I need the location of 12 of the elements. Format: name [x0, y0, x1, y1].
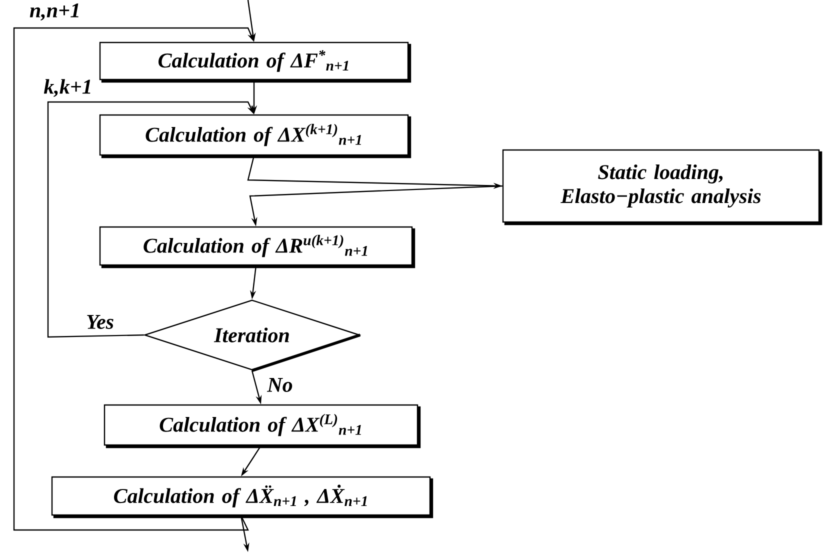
edge-label: Yes	[87, 315, 114, 329]
process-box: Static loading, Elasto−plastic analysis	[502, 149, 822, 226]
arrow	[47, 101, 254, 338]
arrow	[13, 27, 254, 531]
edge-label: No	[266, 378, 292, 392]
loop-label: k,k+1	[44, 79, 90, 97]
process-box: Calculation of ΔẌ$_{n+1}$ , ΔẊ$_{n+1}$	[51, 476, 434, 518]
edge-label: n,n+1	[30, 3, 78, 21]
process-box: Calculation of ΔF$^{*}$n+1	[99, 42, 412, 83]
process-box: Calculation of ΔX$^{(L)}$n+1	[104, 404, 421, 448]
process-box: Calculation of ΔR$^{u(k+1)}$n+1	[99, 226, 416, 268]
process-box: Calculation of ΔX$^{(k+1)}$n+1	[99, 114, 412, 158]
